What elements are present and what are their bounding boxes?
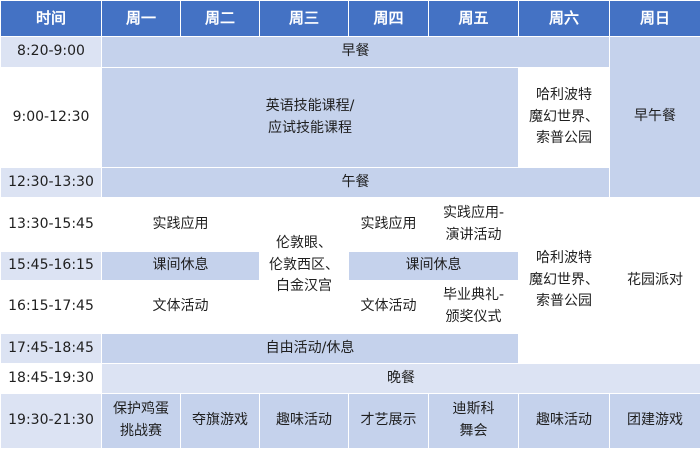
time-cell: 17:45-18:45 [1,334,102,364]
header-time: 时间 [1,1,102,37]
activity-cell-saturday-afternoon: 哈利波特 魔幻世界、 索普公园 [519,198,610,364]
activity-cell-lunch: 午餐 [102,168,610,198]
time-cell: 13:30-15:45 [1,198,102,252]
activity-cell-practice-thursday: 实践应用 [349,198,429,252]
time-cell: 12:30-13:30 [1,168,102,198]
time-cell: 16:15-17:45 [1,281,102,334]
header-friday: 周五 [429,1,519,37]
time-cell: 18:45-19:30 [1,364,102,394]
header-thursday: 周四 [349,1,429,37]
evening-cell-monday: 保护鸡蛋 挑战赛 [102,394,181,449]
activity-cell-sunday-brunch: 早午餐 [610,37,700,198]
activity-cell-break-mon-tue: 课间休息 [102,252,260,281]
header-sunday: 周日 [610,1,700,37]
activity-cell-graduation: 毕业典礼- 颁奖仪式 [429,281,519,334]
time-cell: 15:45-16:15 [1,252,102,281]
activity-cell-wednesday-tour: 伦敦眼、 伦敦西区、 白金汉宫 [260,198,349,334]
header-saturday: 周六 [519,1,610,37]
evening-cell-friday: 迪斯科 舞会 [429,394,519,449]
activity-cell-saturday-morning: 哈利波特 魔幻世界、 索普公园 [519,68,610,168]
evening-cell-tuesday: 夺旗游戏 [181,394,260,449]
time-cell: 19:30-21:30 [1,394,102,449]
evening-cell-thursday: 才艺展示 [349,394,429,449]
evening-cell-saturday: 趣味活动 [519,394,610,449]
table-row: 9:00-12:30 英语技能课程/ 应试技能课程 哈利波特 魔幻世界、 索普公… [1,68,700,168]
activity-cell-practice-friday: 实践应用- 演讲活动 [429,198,519,252]
evening-cell-sunday: 团建游戏 [610,394,700,449]
activity-cell-culture-mon-tue: 文体活动 [102,281,260,334]
time-cell: 8:20-9:00 [1,37,102,68]
evening-cell-wednesday: 趣味活动 [260,394,349,449]
header-tuesday: 周二 [181,1,260,37]
activity-cell-break-thu-fri: 课间休息 [349,252,519,281]
table-row: 13:30-15:45 实践应用 伦敦眼、 伦敦西区、 白金汉宫 实践应用 实践… [1,198,700,252]
activity-cell-dinner: 晚餐 [102,364,700,394]
activity-cell-breakfast: 早餐 [102,37,610,68]
table-row: 8:20-9:00 早餐 早午餐 [1,37,700,68]
table-row: 18:45-19:30 晚餐 [1,364,700,394]
table-row: 19:30-21:30 保护鸡蛋 挑战赛 夺旗游戏 趣味活动 才艺展示 迪斯科 … [1,394,700,449]
activity-cell-culture-thursday: 文体活动 [349,281,429,334]
activity-cell-english-course: 英语技能课程/ 应试技能课程 [102,68,519,168]
time-cell: 9:00-12:30 [1,68,102,168]
header-row: 时间 周一 周二 周三 周四 周五 周六 周日 [1,1,700,37]
header-monday: 周一 [102,1,181,37]
table-row: 12:30-13:30 午餐 [1,168,700,198]
activity-cell-practice-mon-tue: 实践应用 [102,198,260,252]
activity-cell-free-time: 自由活动/休息 [102,334,519,364]
header-wednesday: 周三 [260,1,349,37]
activity-cell-sunday-party: 花园派对 [610,198,700,364]
